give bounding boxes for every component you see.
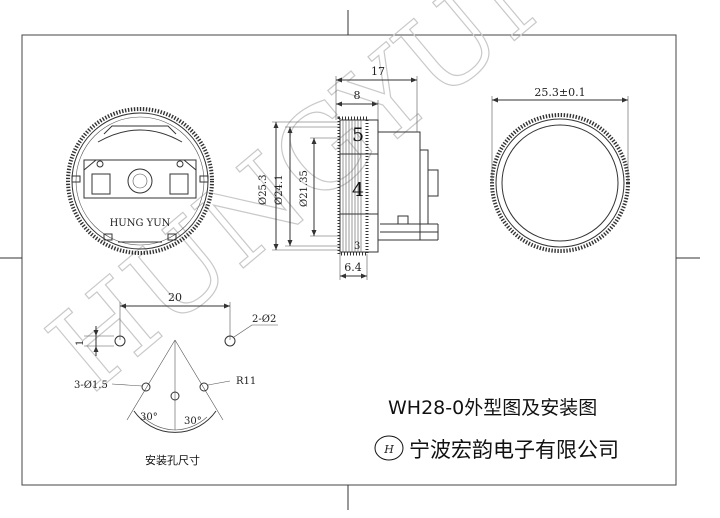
company-logo bbox=[374, 435, 404, 461]
company-logo-letter: H bbox=[383, 443, 394, 456]
mount-hole-bottom-center bbox=[170, 391, 180, 401]
dim-spacing: 20 bbox=[168, 291, 182, 304]
label-angle-right: 30° bbox=[184, 416, 202, 427]
mounting-caption: 安装孔尺寸 bbox=[145, 453, 200, 467]
label-radius: R11 bbox=[236, 376, 256, 387]
dim-d2: Ø24.1 bbox=[274, 175, 285, 205]
mount-hole-bottom-right bbox=[199, 382, 209, 392]
dim-d3: Ø21.35 bbox=[299, 170, 310, 207]
dim-small: 1 bbox=[75, 340, 86, 346]
center-marks bbox=[0, 10, 700, 510]
scale-number-4: 4 bbox=[352, 179, 364, 201]
side-view: Ø25.3 Ø24.1 Ø21.35 5 4 3 17 bbox=[258, 65, 439, 280]
label-holes-bottom: 3-Ø1.5 bbox=[74, 380, 108, 391]
scale-number-5: 5 bbox=[352, 124, 364, 146]
mount-hole-bottom-left bbox=[141, 382, 151, 392]
front-brand-text: HUNG YUN bbox=[110, 218, 171, 229]
dim-base: 6.4 bbox=[344, 261, 362, 274]
dim-d1: Ø25.3 bbox=[258, 175, 269, 205]
drawing-border bbox=[21, 34, 677, 486]
back-view-knurl bbox=[490, 113, 630, 253]
company-name: 宁波宏韵电子有限公司 bbox=[409, 438, 619, 462]
mounting-holes: 20 1 2-Ø2 3-Ø1.5 R11 30° 30° 安装孔尺寸 bbox=[74, 291, 278, 467]
label-holes-top: 2-Ø2 bbox=[252, 314, 276, 325]
dim-length: 17 bbox=[371, 65, 385, 78]
knob-ribs bbox=[342, 120, 362, 252]
title-block: WH28-0外型图及安装图 H 宁波宏韵电子有限公司 bbox=[374, 397, 619, 462]
dim-back: 25.3±0.1 bbox=[534, 86, 585, 99]
mount-hole-top-right bbox=[224, 335, 236, 347]
front-view-knurl bbox=[66, 107, 214, 255]
mount-hole-top-left bbox=[114, 335, 126, 347]
label-angle-left: 30° bbox=[140, 412, 158, 423]
scale-number-3: 3 bbox=[354, 241, 360, 252]
front-view: HUNG YUN bbox=[66, 107, 214, 255]
drawing-title: WH28-0外型图及安装图 bbox=[388, 397, 597, 419]
back-view: 25.3±0.1 bbox=[490, 86, 630, 253]
dim-front: 8 bbox=[354, 89, 361, 102]
shaft-hole bbox=[127, 168, 153, 194]
